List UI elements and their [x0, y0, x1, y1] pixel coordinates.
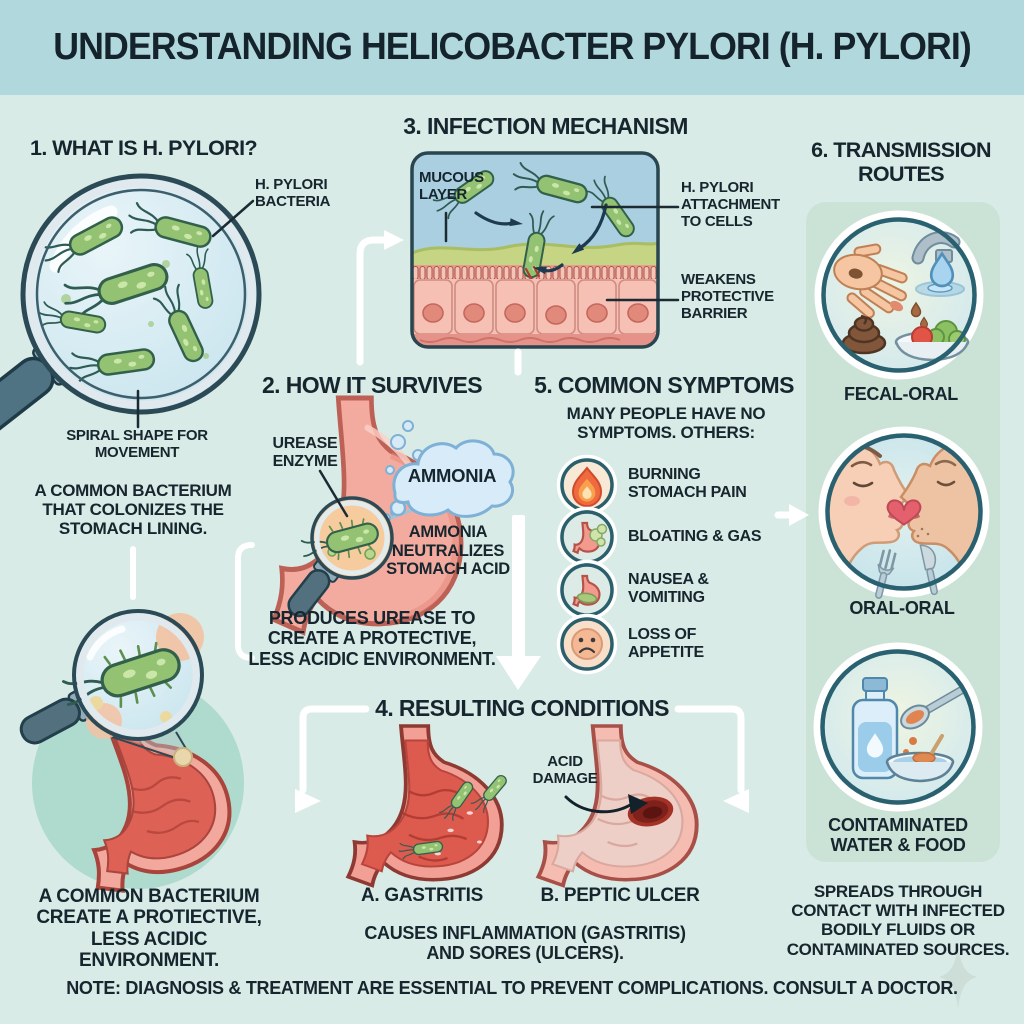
- survives-description: PRODUCES UREASE TO CREATE A PROTECTIVE, …: [248, 608, 496, 669]
- footer-note: NOTE: DIAGNOSIS & TREATMENT ARE ESSENTIA…: [50, 978, 974, 998]
- transmission-description: SPREADS THROUGH CONTACT WITH INFECTED BO…: [786, 882, 1010, 959]
- symptom-label-bloating: BLOATING & GAS: [628, 528, 762, 545]
- gastritis-stomach-icon: [346, 724, 504, 888]
- stomach-urease-icon: [274, 398, 515, 632]
- route-label-oral: ORAL-ORAL: [849, 598, 955, 618]
- magnifier2-icon: [19, 609, 204, 745]
- route-label-contaminated: CONTAMINATED WATER & FOOD: [828, 815, 968, 856]
- symptoms-subtitle: MANY PEOPLE HAVE NO SYMPTOMS. OTHERS:: [566, 404, 766, 443]
- section5-heading: 5. COMMON SYMPTOMS: [534, 372, 794, 398]
- spotlight-circle: [32, 677, 244, 889]
- magnifier-bacteria-icon: [0, 173, 262, 458]
- symptom-label-burning: BURNING STOMACH PAIN: [628, 466, 747, 502]
- small-magnifier-icon: [287, 496, 394, 618]
- acid-damage-label: ACID DAMAGE: [532, 753, 598, 787]
- mucous-label: MUCOUS LAYER: [419, 169, 484, 203]
- ulcer-label: B. PEPTIC ULCER: [540, 885, 700, 906]
- symptom-label-appetite: LOSS OF APPETITE: [628, 626, 704, 662]
- stomach-colonized-icon: [19, 609, 244, 897]
- section2-heading: 2. HOW IT SURVIVES: [261, 372, 483, 398]
- symptom-label-nausea: NAUSEA & VOMITING: [628, 571, 709, 607]
- sad-face-icon: [556, 613, 618, 675]
- section3-heading: 3. INFECTION MECHANISM: [403, 113, 688, 139]
- page-title: UNDERSTANDING HELICOBACTER PYLORI (H. PY…: [53, 26, 971, 68]
- gastritis-label: A. GASTRITIS: [360, 885, 483, 906]
- stomach-gas-icon: [556, 506, 618, 568]
- title-band: UNDERSTANDING HELICOBACTER PYLORI (H. PY…: [0, 0, 1024, 95]
- urease-label: UREASE ENZYME: [272, 435, 338, 471]
- neutralizes-label: AMMONIA NEUTRALIZES STOMACH ACID: [386, 523, 510, 579]
- bacteria-label: H. PYLORI BACTERIA: [255, 176, 331, 210]
- note-text: DIAGNOSIS & TREATMENT ARE ESSENTIAL TO P…: [120, 978, 958, 998]
- route-label-fecal: FECAL-ORAL: [844, 384, 958, 404]
- section4-heading: 4. RESULTING CONDITIONS: [375, 695, 669, 721]
- what-description: A COMMON BACTERIUM THAT COLONIZES THE ST…: [34, 481, 232, 539]
- attachment-label: H. PYLORI ATTACHMENT TO CELLS: [681, 179, 780, 230]
- barrier-label: WEAKENS PROTECTIVE BARRIER: [681, 271, 774, 322]
- spiral-label: SPIRAL SHAPE FOR MOVEMENT: [66, 427, 208, 461]
- flame-icon: [556, 454, 618, 516]
- transmission-panel: [806, 202, 1000, 862]
- note-label: NOTE:: [66, 978, 121, 998]
- conditions-description: CAUSES INFLAMMATION (GASTRITIS) AND SORE…: [364, 923, 686, 964]
- section6-heading: 6. TRANSMISSION ROUTES: [811, 138, 991, 187]
- section1-heading: 1. WHAT IS H. PYLORI?: [30, 136, 258, 160]
- ulcer-stomach-icon: [536, 724, 699, 888]
- what-description2: A COMMON BACTERIUM CREATE A PROTIECTIVE,…: [36, 886, 262, 972]
- ammonia-cloud-label: AMMONIA: [407, 465, 497, 486]
- stomach-nausea-icon: [556, 559, 618, 621]
